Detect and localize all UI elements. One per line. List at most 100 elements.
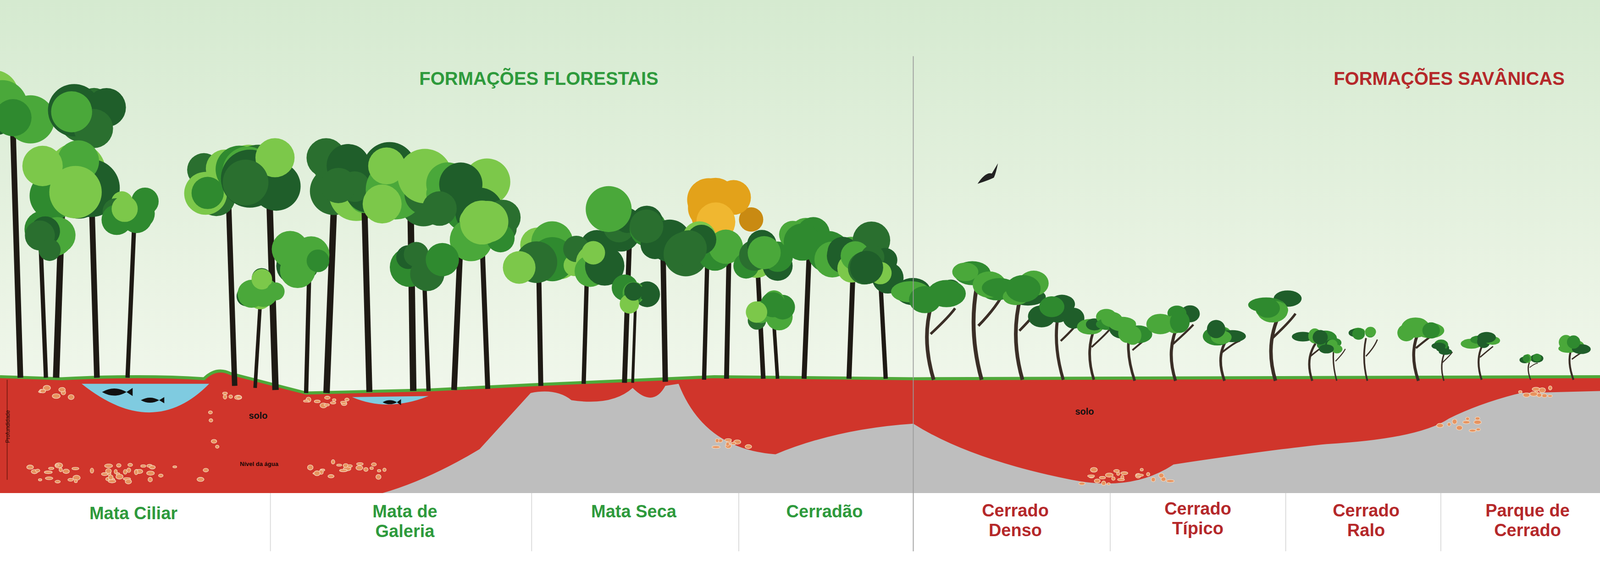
pebble <box>59 467 63 472</box>
pebble <box>330 401 336 405</box>
pebble <box>1113 469 1120 473</box>
formation-name: Mata de Galeria <box>352 501 458 541</box>
crown <box>362 184 402 224</box>
crown <box>1206 320 1226 339</box>
tree <box>733 229 793 379</box>
cell-divider <box>531 492 532 552</box>
branch <box>1479 346 1493 358</box>
crown <box>849 250 884 285</box>
soil <box>0 371 1600 493</box>
crown <box>585 186 632 233</box>
pebble-layer <box>26 385 1553 486</box>
cell-dividers <box>270 492 1441 552</box>
pebble <box>324 403 330 406</box>
pebble <box>711 445 720 449</box>
formation-name: Cerrado Ralo <box>1313 500 1419 540</box>
trunk <box>1528 362 1531 380</box>
pebble <box>1120 471 1129 475</box>
pebble <box>197 477 205 482</box>
formation-name: solo <box>248 410 268 421</box>
trunk <box>1364 337 1368 381</box>
pebble <box>74 479 78 483</box>
pebble <box>730 442 737 445</box>
pebble <box>125 479 132 484</box>
pebble <box>1518 390 1523 394</box>
pebble <box>339 469 348 472</box>
tree <box>1146 305 1201 381</box>
pebble <box>1522 393 1530 398</box>
pebble <box>1475 416 1480 421</box>
pebble <box>1447 422 1451 427</box>
crown <box>1118 323 1136 344</box>
tree <box>1558 334 1591 380</box>
pebble <box>44 470 53 474</box>
pebble <box>371 462 377 466</box>
tree <box>563 229 625 384</box>
tree <box>1291 328 1338 381</box>
pebble <box>332 398 337 401</box>
pebble <box>1469 429 1477 432</box>
pebble <box>55 462 63 468</box>
crown <box>422 191 457 226</box>
crown <box>1438 348 1452 355</box>
pebble <box>104 464 113 468</box>
pebble <box>725 442 730 446</box>
pebble <box>45 476 53 480</box>
crown <box>1169 310 1190 333</box>
crown <box>503 251 536 284</box>
cell-divider <box>1440 492 1442 552</box>
tree <box>1460 332 1501 380</box>
trunk <box>12 105 21 378</box>
trunk <box>1413 331 1420 382</box>
tree <box>686 177 764 379</box>
pebble <box>344 398 349 401</box>
crown <box>581 240 605 265</box>
branch <box>1366 339 1378 357</box>
crown <box>1431 342 1446 350</box>
trees <box>0 70 1591 394</box>
crown <box>1522 354 1530 362</box>
pebble <box>1158 473 1164 478</box>
pebble <box>1541 393 1547 398</box>
pebble <box>114 469 118 474</box>
crown <box>222 159 269 206</box>
pebble <box>1078 481 1086 485</box>
formation-name: Cerrado Típico <box>1145 498 1251 538</box>
pebble <box>105 468 111 474</box>
pebble <box>55 464 60 466</box>
tree <box>847 245 904 379</box>
pebble <box>1140 468 1144 471</box>
crown <box>320 167 356 204</box>
pebble <box>356 462 364 466</box>
tree <box>449 199 521 389</box>
pebble <box>158 474 164 478</box>
pebble <box>1090 467 1098 472</box>
pebble <box>71 467 79 470</box>
crown <box>266 282 285 301</box>
pebble <box>1166 479 1175 483</box>
pebble <box>1462 420 1471 424</box>
crown <box>1477 332 1496 344</box>
crown <box>927 280 966 308</box>
pebble <box>1087 474 1095 477</box>
crown <box>952 262 979 282</box>
pebble <box>222 392 228 395</box>
pebble <box>1135 474 1144 477</box>
pebble <box>39 389 46 394</box>
tree <box>670 221 743 380</box>
pebble <box>146 470 155 476</box>
pebble <box>1101 481 1106 486</box>
pebble <box>236 395 242 399</box>
formation-name: Nível da água <box>239 460 279 468</box>
crown <box>1352 327 1366 340</box>
pebble <box>48 467 55 470</box>
pebble <box>314 470 321 476</box>
trunk <box>1478 344 1483 380</box>
pebble <box>745 444 752 449</box>
pebble <box>1465 417 1470 421</box>
crown <box>1566 335 1581 349</box>
cell-divider <box>738 492 740 552</box>
crown <box>306 249 330 272</box>
branch <box>930 308 955 334</box>
pebble <box>116 474 124 480</box>
